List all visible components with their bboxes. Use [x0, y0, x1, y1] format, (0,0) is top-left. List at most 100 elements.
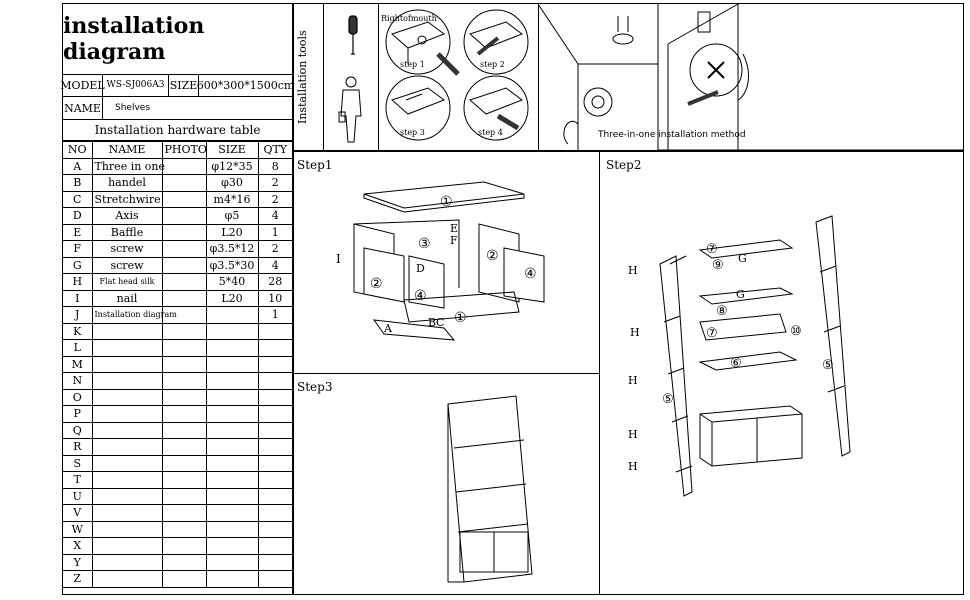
row-no: C	[63, 190, 93, 208]
row-qty	[257, 471, 292, 489]
row-photo	[161, 438, 207, 456]
step4-label: step 4	[478, 128, 503, 137]
row-name	[91, 372, 163, 390]
row-qty: 4	[257, 207, 292, 225]
table-row: Z	[63, 570, 292, 588]
row-qty: 2	[257, 174, 292, 192]
step1-label: step 1	[400, 60, 425, 69]
row-photo	[161, 322, 207, 340]
row-qty	[257, 339, 292, 357]
right-of-mouth-label: Rightofmouth	[381, 14, 437, 23]
step1-illustration	[353, 181, 545, 341]
row-name	[91, 520, 163, 538]
row-no: D	[63, 207, 93, 225]
tools-panel: Installation tools	[294, 3, 963, 152]
row-photo	[161, 504, 207, 522]
left-ladder	[659, 255, 693, 497]
row-name	[91, 388, 163, 406]
table-row: L	[63, 339, 292, 357]
row-no: N	[63, 372, 93, 390]
row-qty	[257, 322, 292, 340]
row-photo	[161, 487, 207, 505]
page-title: installation diagram	[63, 4, 292, 75]
hardware-table-header: NO NAME PHOTO SIZE QTY	[63, 141, 292, 159]
row-qty	[257, 388, 292, 406]
size-label: SIZE	[169, 74, 199, 96]
table-row: X	[63, 537, 292, 555]
row-photo	[161, 174, 207, 192]
table-row: Y	[63, 553, 292, 571]
row-qty	[257, 405, 292, 423]
table-row: R	[63, 438, 292, 456]
step1-letter-a: A	[384, 322, 392, 335]
row-no: S	[63, 454, 93, 472]
row-name	[91, 570, 163, 588]
step2-marker-5a: ⑤	[662, 392, 674, 407]
row-size	[205, 471, 259, 489]
row-photo	[161, 471, 207, 489]
row-photo	[161, 553, 207, 571]
row-size: L20	[205, 289, 259, 307]
row-no: R	[63, 438, 93, 456]
step1-marker-4a: ④	[524, 266, 537, 282]
step3-circle	[385, 75, 451, 141]
row-no: V	[63, 504, 93, 522]
step1-letter-i: I	[336, 252, 341, 266]
row-qty: 28	[257, 273, 292, 291]
method-cell: Three-in-one installation method	[537, 3, 963, 151]
row-size	[205, 504, 259, 522]
row-size	[205, 405, 259, 423]
name-label: NAME	[63, 97, 103, 119]
row-size	[205, 322, 259, 340]
hardware-table-title: Installation hardware table	[94, 123, 261, 137]
row-name	[91, 355, 163, 373]
step4-circle	[463, 75, 529, 141]
row-photo	[161, 190, 207, 208]
col-header-size: SIZE	[205, 141, 259, 159]
step1-letter-e: E	[450, 222, 459, 235]
table-row: Q	[63, 421, 292, 439]
row-photo	[161, 388, 207, 406]
row-size	[205, 570, 259, 588]
row-no: T	[63, 471, 93, 489]
row-photo	[161, 372, 207, 390]
col-header-no: NO	[63, 141, 93, 159]
step2-letter-g2: G	[736, 288, 745, 301]
row-no: F	[63, 240, 93, 258]
step1-marker-3: ③	[418, 236, 431, 252]
table-row: U	[63, 487, 292, 505]
row-size	[205, 438, 259, 456]
tools-title: Installation tools	[296, 30, 309, 124]
row-no: I	[63, 289, 93, 307]
model-label: MODEL	[60, 74, 105, 96]
steps-cell: Rightofmouth step 1 step 2 step 3 step 4	[378, 4, 539, 150]
row-size	[205, 306, 259, 324]
table-row: S	[63, 454, 292, 472]
row-name	[91, 553, 163, 571]
step2-letter-h5: H	[628, 460, 638, 473]
step2-letter-h1: H	[628, 264, 638, 277]
row-name: screw	[91, 240, 163, 258]
row-qty	[257, 520, 292, 538]
row-qty	[257, 454, 292, 472]
row-name	[91, 322, 163, 340]
step2-letter-h4: H	[628, 428, 638, 441]
bottom-board	[403, 291, 520, 323]
row-qty	[257, 421, 292, 439]
step1-letter-f: F	[450, 234, 458, 247]
row-photo	[161, 339, 207, 357]
row-photo	[161, 537, 207, 555]
row-qty: 1	[257, 223, 292, 241]
diagram-area: Installation tools	[294, 3, 963, 594]
row-photo	[161, 273, 207, 291]
row-photo	[161, 405, 207, 423]
row-photo	[161, 570, 207, 588]
step2-circle	[463, 9, 529, 75]
col-header-photo: PHOTO	[161, 141, 207, 159]
row-no: Z	[63, 570, 93, 588]
